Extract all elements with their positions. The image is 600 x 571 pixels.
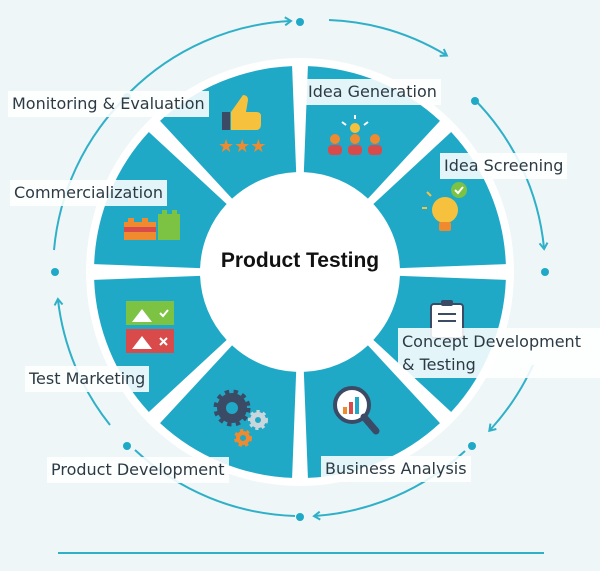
cycle-arrow bbox=[129, 16, 293, 93]
cycle-dot bbox=[296, 18, 304, 26]
cycle-dot bbox=[468, 442, 476, 450]
cycle-dot bbox=[471, 97, 479, 105]
building-blocks-icon bbox=[124, 210, 180, 240]
stage-label-product-development: Product Development bbox=[47, 457, 229, 484]
team-idea-icon bbox=[328, 115, 382, 155]
lightbulb-check-icon bbox=[422, 182, 467, 231]
cycle-dot bbox=[541, 268, 549, 276]
svg-text:★★★: ★★★ bbox=[218, 136, 266, 157]
gears-icon bbox=[213, 389, 268, 447]
stage-label-business-analysis: Business Analysis bbox=[321, 456, 471, 483]
center-disc bbox=[202, 174, 398, 370]
stage-label-concept-development: Concept Development & Testing bbox=[398, 328, 600, 379]
stage-label-idea-screening: Idea Screening bbox=[440, 153, 568, 180]
cycle-dots bbox=[51, 18, 549, 521]
cycle-dot bbox=[123, 442, 131, 450]
wheel-segment bbox=[303, 345, 440, 478]
stage-label-idea-generation: Idea Generation bbox=[304, 79, 441, 106]
cycle-arrow bbox=[328, 19, 449, 57]
cycle-dot bbox=[51, 268, 59, 276]
stage-label-test-marketing: Test Marketing bbox=[25, 366, 150, 393]
stage-label-commercialization: Commercialization bbox=[10, 180, 167, 207]
image-approve-reject-icon bbox=[126, 301, 174, 353]
thumbs-up-stars-icon: ★★★ bbox=[218, 95, 266, 157]
cycle-dot bbox=[296, 513, 304, 521]
center-title: Product Testing bbox=[220, 249, 380, 272]
magnifier-chart-icon bbox=[333, 386, 380, 435]
bottom-divider bbox=[58, 552, 544, 554]
stage-label-monitoring-evaluation: Monitoring & Evaluation bbox=[8, 91, 209, 118]
